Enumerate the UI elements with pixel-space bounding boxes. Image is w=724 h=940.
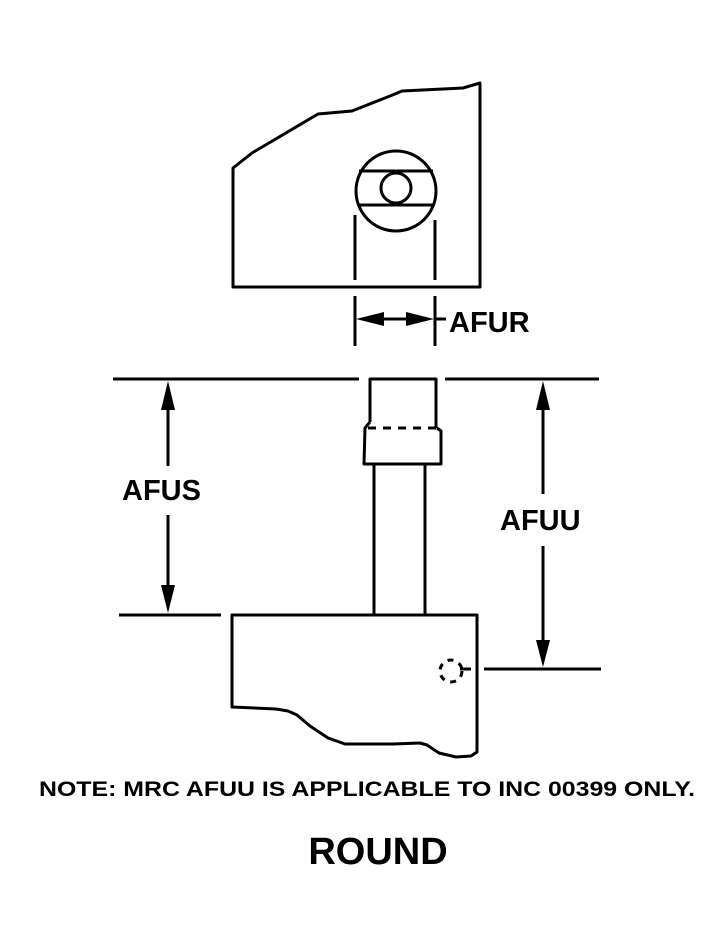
afus-label: AFUS bbox=[122, 475, 201, 507]
stud-tip bbox=[368, 377, 438, 428]
afuu-arrow-up bbox=[536, 381, 550, 410]
afuu-label: AFUU bbox=[500, 505, 581, 537]
afus-arrow-down bbox=[161, 585, 175, 613]
top-view bbox=[231, 81, 482, 289]
afuu-arrow-down bbox=[536, 640, 550, 667]
outer-hole-circle bbox=[354, 149, 438, 233]
top-plate-outline bbox=[231, 81, 482, 289]
applicability-note: NOTE: MRC AFUU IS APPLICABLE TO INC 0039… bbox=[39, 778, 695, 801]
diagram-title: ROUND bbox=[308, 831, 447, 873]
inner-hole-circle bbox=[379, 171, 413, 205]
afur-arrow-right bbox=[406, 312, 434, 326]
afus-dimension bbox=[161, 381, 175, 613]
afur-label: AFUR bbox=[449, 307, 530, 339]
side-view bbox=[113, 377, 601, 759]
base-block-outline bbox=[230, 613, 479, 759]
stud-collar bbox=[362, 421, 443, 466]
afuu-dimension bbox=[536, 381, 550, 667]
hidden-hole-circle bbox=[438, 658, 464, 684]
afur-arrow-left bbox=[356, 312, 384, 326]
afur-dimension bbox=[353, 296, 446, 346]
afus-arrow-up bbox=[161, 381, 175, 410]
